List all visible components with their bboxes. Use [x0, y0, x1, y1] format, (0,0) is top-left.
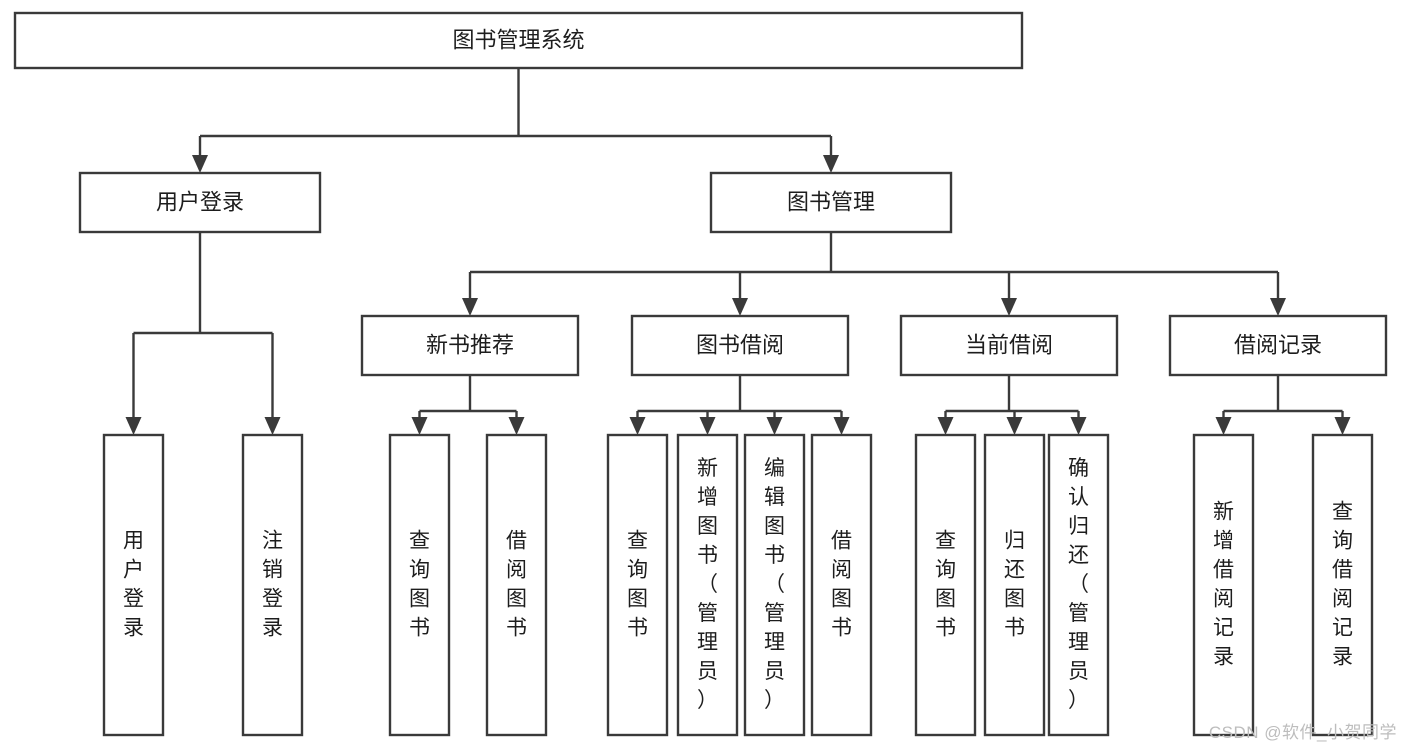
- root-to-book-management-arrowhead: [823, 155, 839, 173]
- node-box-current-borrow[interactable]: [899, 314, 1119, 377]
- node-leaf-user-login[interactable]: 用户登录: [102, 433, 165, 737]
- node-box-leaf-borrow-book[interactable]: [810, 433, 873, 737]
- node-label-root: 图书管理系统: [452, 27, 584, 52]
- node-box-new-book-recommend[interactable]: [360, 314, 580, 377]
- node-label-leaf-confirm-return-admin: 确认归还（管理员）: [1068, 457, 1089, 712]
- book-management-to-new-book-recommend-arrowhead: [462, 298, 478, 316]
- node-box-leaf-query-book-borrow[interactable]: [606, 433, 669, 737]
- node-box-book-management[interactable]: [709, 171, 953, 234]
- node-label-new-book-recommend: 新书推荐: [426, 332, 514, 357]
- node-current-borrow[interactable]: 当前借阅: [899, 314, 1119, 377]
- node-label-borrow-record: 借阅记录: [1234, 332, 1322, 357]
- node-box-leaf-user-login[interactable]: [102, 433, 165, 737]
- node-box-leaf-edit-book-admin[interactable]: [743, 433, 806, 737]
- node-leaf-borrow-book[interactable]: 借阅图书: [810, 433, 873, 737]
- node-box-leaf-user-logout[interactable]: [241, 433, 304, 737]
- watermark-label: CSDN @软件_小贺同学: [1208, 723, 1397, 742]
- borrow-record-to-leaf-query-borrow-record-arrowhead: [1334, 417, 1351, 435]
- new-book-recommend-to-leaf-query-book-recommend-arrowhead: [411, 417, 428, 435]
- node-label-user-login: 用户登录: [156, 189, 244, 214]
- book-borrow-to-leaf-add-book-admin-arrowhead: [699, 417, 716, 435]
- book-management-to-current-borrow-arrowhead: [1001, 298, 1017, 316]
- node-leaf-query-borrow-record[interactable]: 查询借阅记录: [1311, 433, 1374, 737]
- current-borrow-to-leaf-return-book-arrowhead: [1006, 417, 1023, 435]
- book-management-to-book-borrow-arrowhead: [732, 298, 748, 316]
- node-box-book-borrow[interactable]: [630, 314, 850, 377]
- node-box-leaf-return-book[interactable]: [983, 433, 1046, 737]
- node-box-leaf-query-book-recommend[interactable]: [388, 433, 451, 737]
- new-book-recommend-to-leaf-borrow-book-recommend-arrowhead: [508, 417, 525, 435]
- node-leaf-add-borrow-record[interactable]: 新增借阅记录: [1192, 433, 1255, 737]
- node-leaf-add-book-admin[interactable]: 新增图书（管理员）: [676, 433, 739, 737]
- node-label-leaf-query-book-recommend: 查询图书: [409, 529, 430, 639]
- node-leaf-confirm-return-admin[interactable]: 确认归还（管理员）: [1047, 433, 1110, 737]
- node-label-leaf-query-borrow-record: 查询借阅记录: [1332, 500, 1353, 668]
- node-box-leaf-borrow-book-recommend[interactable]: [485, 433, 548, 737]
- node-box-root[interactable]: [13, 11, 1024, 70]
- node-leaf-user-logout[interactable]: 注销登录: [241, 433, 304, 737]
- node-label-leaf-query-book-borrow: 查询图书: [627, 529, 648, 639]
- node-leaf-borrow-book-recommend[interactable]: 借阅图书: [485, 433, 548, 737]
- node-box-leaf-add-borrow-record[interactable]: [1192, 433, 1255, 737]
- node-user-login[interactable]: 用户登录: [78, 171, 322, 234]
- root-to-user-login-arrowhead: [192, 155, 208, 173]
- node-root[interactable]: 图书管理系统: [13, 11, 1024, 70]
- node-leaf-query-book-borrow[interactable]: 查询图书: [606, 433, 669, 737]
- node-label-leaf-add-borrow-record: 新增借阅记录: [1213, 500, 1234, 668]
- book-management-to-borrow-record-arrowhead: [1270, 298, 1286, 316]
- node-box-leaf-query-book-current[interactable]: [914, 433, 977, 737]
- book-borrow-to-leaf-borrow-book-arrowhead: [833, 417, 850, 435]
- node-book-borrow[interactable]: 图书借阅: [630, 314, 850, 377]
- node-box-user-login[interactable]: [78, 171, 322, 234]
- book-borrow-to-leaf-edit-book-admin-arrowhead: [766, 417, 783, 435]
- node-box-borrow-record[interactable]: [1168, 314, 1388, 377]
- borrow-record-to-leaf-add-borrow-record-arrowhead: [1215, 417, 1232, 435]
- user-login-to-leaf-user-login-arrowhead: [125, 417, 142, 435]
- current-borrow-to-leaf-confirm-return-admin-arrowhead: [1070, 417, 1087, 435]
- node-new-book-recommend[interactable]: 新书推荐: [360, 314, 580, 377]
- node-label-leaf-user-login: 用户登录: [123, 529, 144, 639]
- node-label-leaf-borrow-book: 借阅图书: [831, 529, 852, 639]
- user-login-to-leaf-user-logout-arrowhead: [264, 417, 281, 435]
- node-label-current-borrow: 当前借阅: [965, 332, 1053, 357]
- node-label-leaf-borrow-book-recommend: 借阅图书: [506, 529, 527, 639]
- node-book-management[interactable]: 图书管理: [709, 171, 953, 234]
- nodes-layer: 图书管理系统用户登录图书管理新书推荐图书借阅当前借阅借阅记录用户登录注销登录查询…: [13, 11, 1388, 737]
- node-label-book-borrow: 图书借阅: [696, 332, 784, 357]
- node-label-book-management: 图书管理: [787, 189, 875, 214]
- node-label-leaf-edit-book-admin: 编辑图书（管理员）: [764, 457, 785, 712]
- node-leaf-query-book-recommend[interactable]: 查询图书: [388, 433, 451, 737]
- node-label-leaf-return-book: 归还图书: [1004, 529, 1025, 639]
- current-borrow-to-leaf-query-book-current-arrowhead: [937, 417, 954, 435]
- node-leaf-query-book-current[interactable]: 查询图书: [914, 433, 977, 737]
- node-box-leaf-query-borrow-record[interactable]: [1311, 433, 1374, 737]
- node-borrow-record[interactable]: 借阅记录: [1168, 314, 1388, 377]
- node-box-leaf-add-book-admin[interactable]: [676, 433, 739, 737]
- node-label-leaf-user-logout: 注销登录: [262, 529, 283, 639]
- node-box-leaf-confirm-return-admin[interactable]: [1047, 433, 1110, 737]
- node-leaf-edit-book-admin[interactable]: 编辑图书（管理员）: [743, 433, 806, 737]
- book-borrow-to-leaf-query-book-borrow-arrowhead: [629, 417, 646, 435]
- node-leaf-return-book[interactable]: 归还图书: [983, 433, 1046, 737]
- node-label-leaf-add-book-admin: 新增图书（管理员）: [697, 457, 718, 712]
- connectors-layer: [125, 68, 1351, 435]
- node-label-leaf-query-book-current: 查询图书: [935, 529, 956, 639]
